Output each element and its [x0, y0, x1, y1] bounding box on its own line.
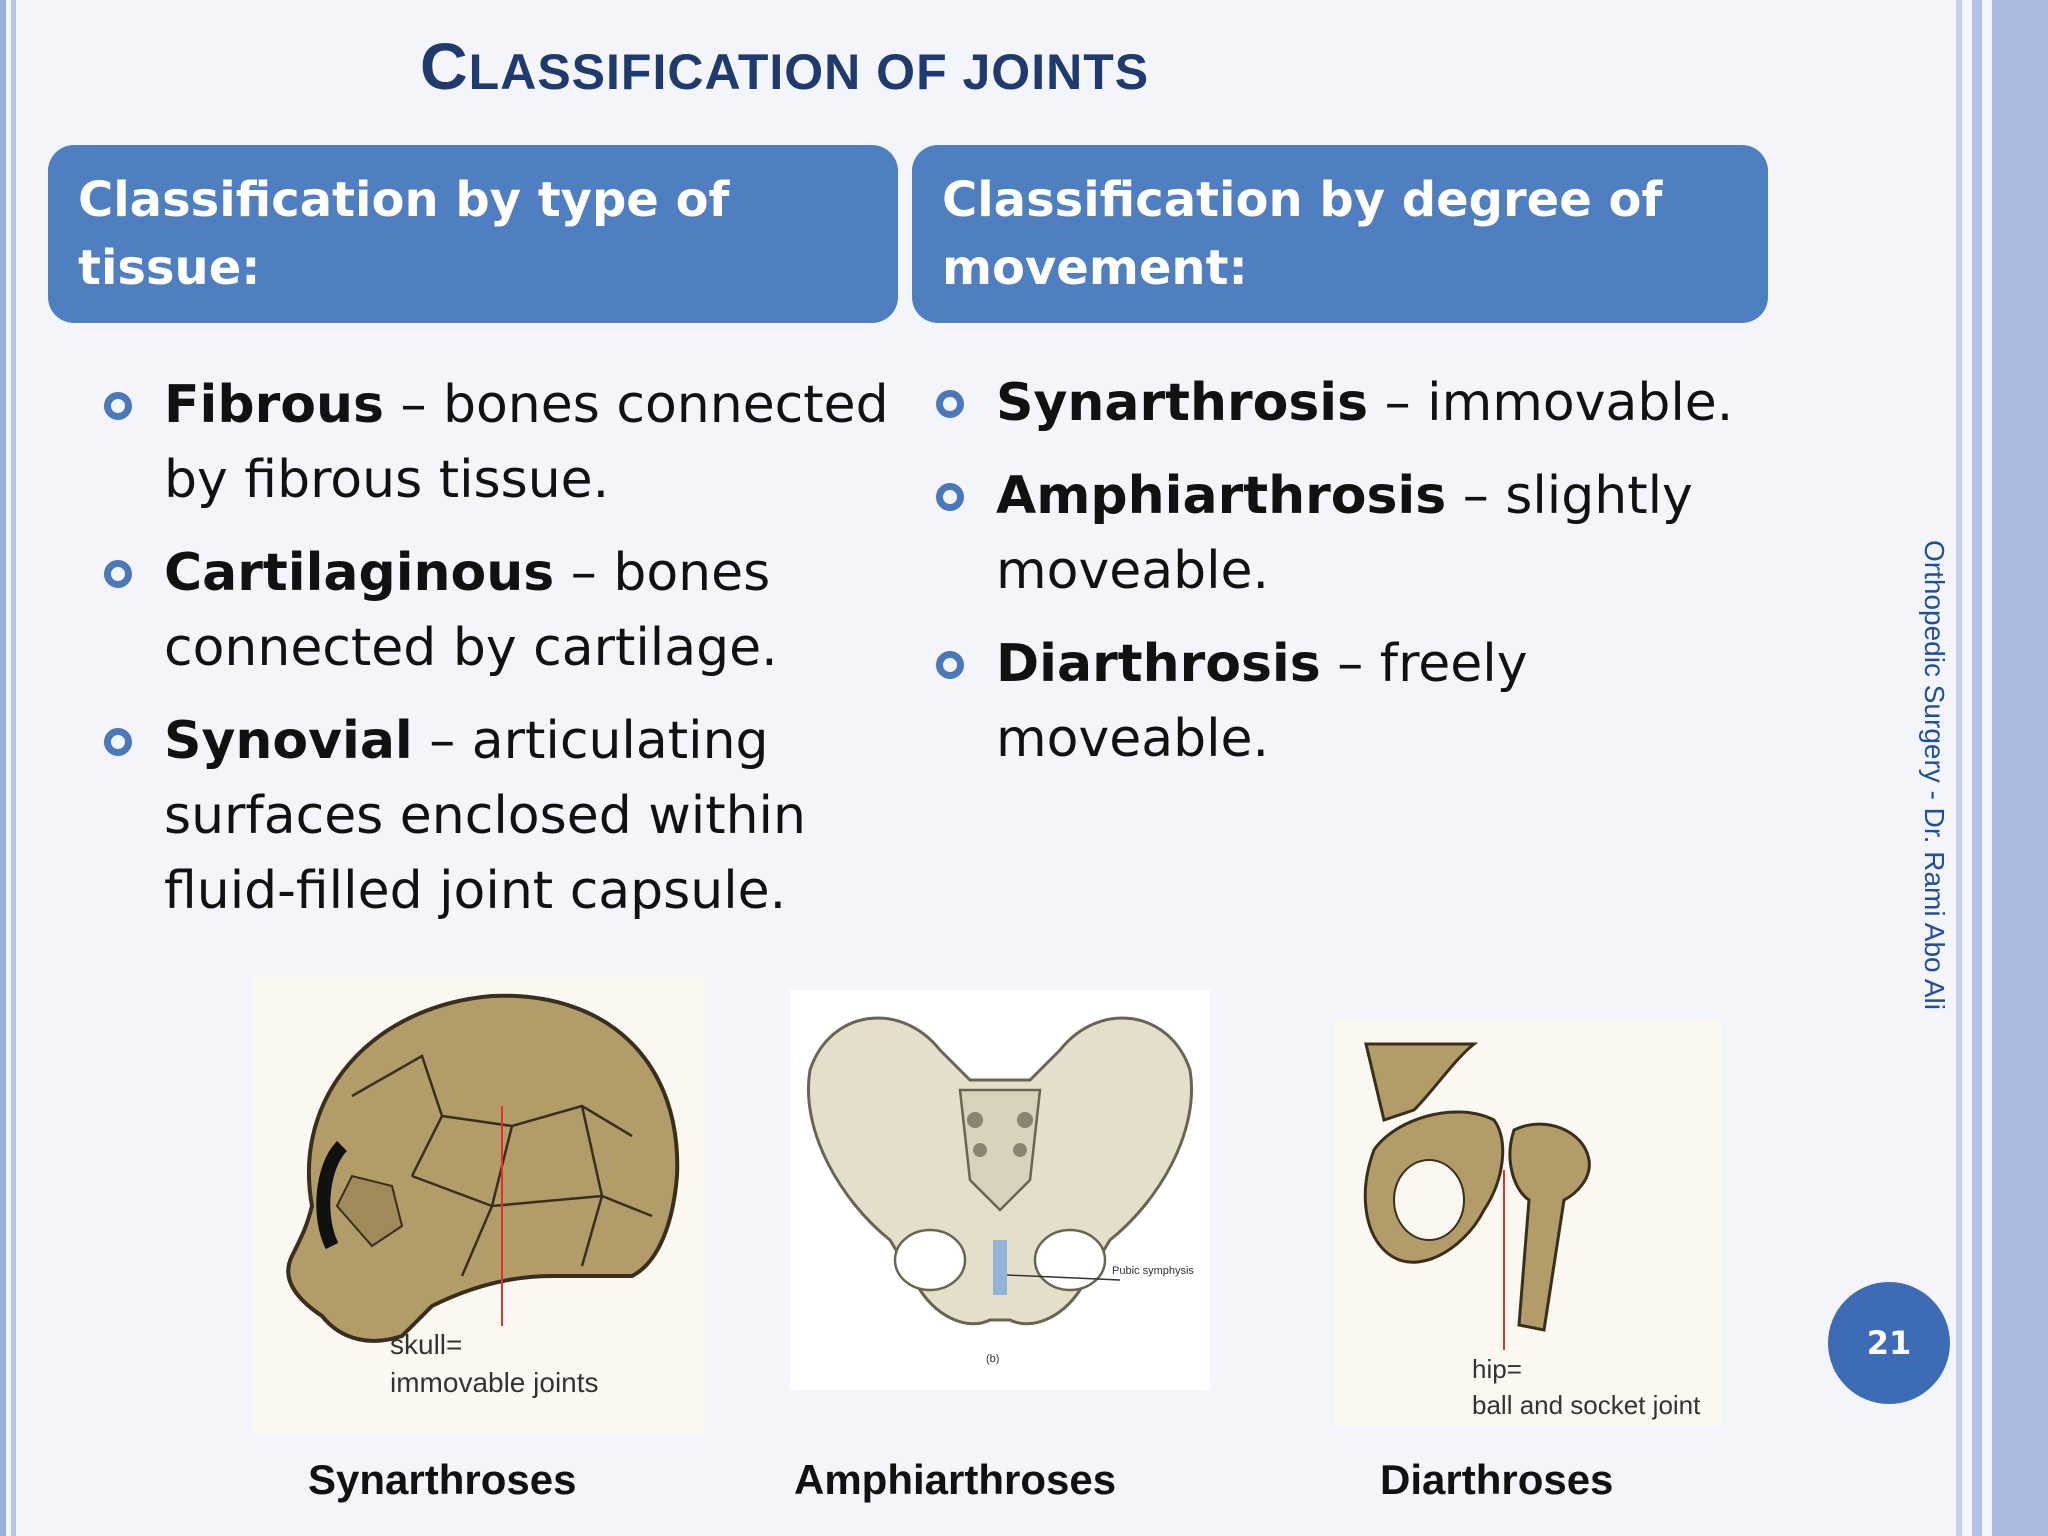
- slide-title: CLASSIFICATION OF JOINTS: [420, 29, 1150, 103]
- list-item-cartilaginous: Cartilaginous – bones connected by carti…: [100, 536, 900, 686]
- caption-diarthroses: Diarthroses: [1380, 1456, 1614, 1503]
- list-item-fibrous: Fibrous – bones connected by fibrous tis…: [100, 368, 900, 518]
- pelvis-illustration: Pubic symphysis (b): [790, 990, 1210, 1390]
- skull-label-1: skull=: [390, 1329, 463, 1360]
- header-left-text: Classification by type of tissue:: [78, 172, 730, 296]
- bullet-icon: [936, 651, 964, 679]
- list-item-synovial: Synovial – articulating surfaces enclose…: [100, 704, 900, 929]
- movement-degree-list: Synarthrosis – immovable. Amphiarthrosis…: [932, 366, 1812, 795]
- hip-label-1: hip=: [1472, 1354, 1522, 1384]
- bullet-icon: [936, 483, 964, 511]
- list-item-diarthrosis: Diarthrosis – freely moveable.: [932, 627, 1812, 777]
- page-number-badge: 21: [1828, 1282, 1950, 1404]
- list-item-amphiarthrosis: Amphiarthrosis – slightly moveable.: [932, 459, 1812, 609]
- skull-label-2: immovable joints: [390, 1367, 599, 1398]
- caption-synarthroses: Synarthroses: [308, 1456, 577, 1503]
- bullet-icon: [104, 392, 132, 420]
- pelvis-icon: [807, 1016, 1193, 1326]
- left-decorative-rail: [0, 0, 22, 1536]
- list-item-synarthrosis: Synarthrosis – immovable.: [932, 366, 1812, 441]
- footer-vertical-text: Orthopedic Surgery - Dr. Rami Abo Ali: [1919, 540, 1950, 1010]
- hip-icon: [1363, 1042, 1591, 1350]
- header-type-of-tissue: Classification by type of tissue:: [48, 145, 898, 323]
- bullet-icon: [936, 390, 964, 418]
- caption-amphiarthroses: Amphiarthroses: [794, 1456, 1117, 1503]
- right-decorative-rail: [1956, 0, 2048, 1536]
- pelvis-tag: (b): [986, 1353, 1000, 1365]
- header-degree-of-movement: Classification by degree of movement:: [912, 145, 1768, 323]
- bullet-icon: [104, 728, 132, 756]
- hip-label-2: ball and socket joint: [1472, 1390, 1701, 1420]
- hip-illustration: hip= ball and socket joint: [1334, 1020, 1722, 1426]
- tissue-type-list: Fibrous – bones connected by fibrous tis…: [100, 368, 900, 947]
- skull-icon: [286, 993, 680, 1343]
- skull-illustration: skull= immovable joints: [252, 976, 704, 1434]
- pelvis-label: Pubic symphysis: [1112, 1265, 1194, 1277]
- header-right-text: Classification by degree of movement:: [942, 172, 1663, 296]
- bullet-icon: [104, 560, 132, 588]
